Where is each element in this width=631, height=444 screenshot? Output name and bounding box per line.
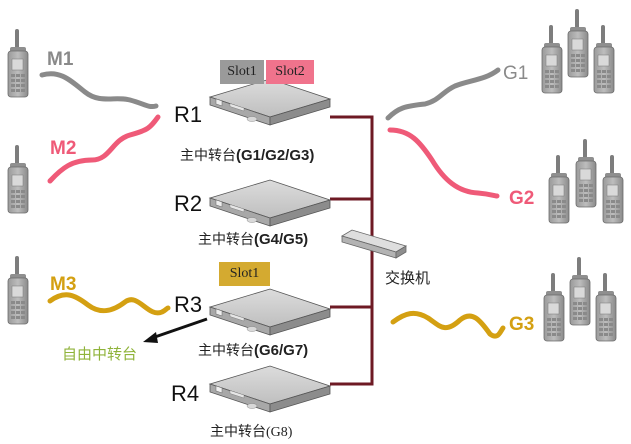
repeater-r1: [209, 78, 331, 126]
radio-group-g3: [543, 256, 617, 342]
caption-prefix: 主中转台: [198, 232, 254, 248]
network-switch: [341, 229, 407, 259]
slot-badge-r1-slot1: Slot1: [220, 60, 264, 84]
wireless-link-m1: [39, 71, 159, 109]
free-repeater-label: 自由中转台: [62, 345, 138, 363]
mobile-radio-m2: [7, 144, 29, 214]
repeater-name-r3: R3: [174, 292, 203, 317]
repeater-caption-r3: 主中转台(G6/G7): [198, 343, 308, 358]
network-trunk: [330, 115, 374, 386]
repeater-name-r2: R2: [174, 191, 203, 216]
wireless-link-g1: [385, 67, 501, 121]
repeater-caption-r1: 主中转台(G1/G2/G3): [180, 148, 314, 163]
repeater-caption-r2: 主中转台(G4/G5): [198, 232, 308, 247]
repeater-caption-r4: 主中转台(G8): [210, 425, 292, 440]
radio-group-g2: [548, 138, 624, 224]
slot-badge-r3-slot1: Slot1: [219, 262, 270, 286]
caption-prefix: 主中转台: [210, 424, 266, 440]
repeater-r2: [209, 179, 331, 227]
caption-groups: (G1/G2/G3): [236, 147, 315, 164]
group-label-g2: G2: [509, 188, 535, 209]
group-label-g1: G1: [503, 63, 529, 84]
wireless-link-m3: [47, 292, 171, 316]
mobile-label-m3: M3: [50, 274, 77, 295]
repeater-r3: [209, 288, 331, 336]
repeater-r4: [209, 365, 331, 413]
radio-group-g1: [541, 8, 615, 94]
wireless-link-g3: [390, 310, 506, 339]
arrow-to-free-repeater: [143, 317, 208, 343]
slot-badge-r1-slot2: Slot2: [266, 60, 314, 84]
caption-prefix: 主中转台: [198, 343, 254, 359]
mobile-radio-m1: [7, 28, 29, 98]
mobile-radio-m3: [7, 255, 29, 325]
switch-label: 交换机: [385, 269, 431, 287]
caption-groups: (G6/G7): [254, 342, 309, 359]
repeater-name-r4: R4: [171, 381, 200, 406]
group-label-g3: G3: [509, 314, 535, 335]
caption-prefix: 主中转台: [180, 148, 236, 164]
repeater-name-r1: R1: [174, 102, 203, 127]
caption-groups: (G4/G5): [254, 231, 309, 248]
mobile-label-m1: M1: [47, 49, 74, 70]
mobile-label-m2: M2: [50, 138, 77, 159]
wireless-link-m2: [47, 114, 161, 184]
caption-groups: (G8): [266, 425, 293, 440]
wireless-link-g2: [387, 127, 500, 199]
